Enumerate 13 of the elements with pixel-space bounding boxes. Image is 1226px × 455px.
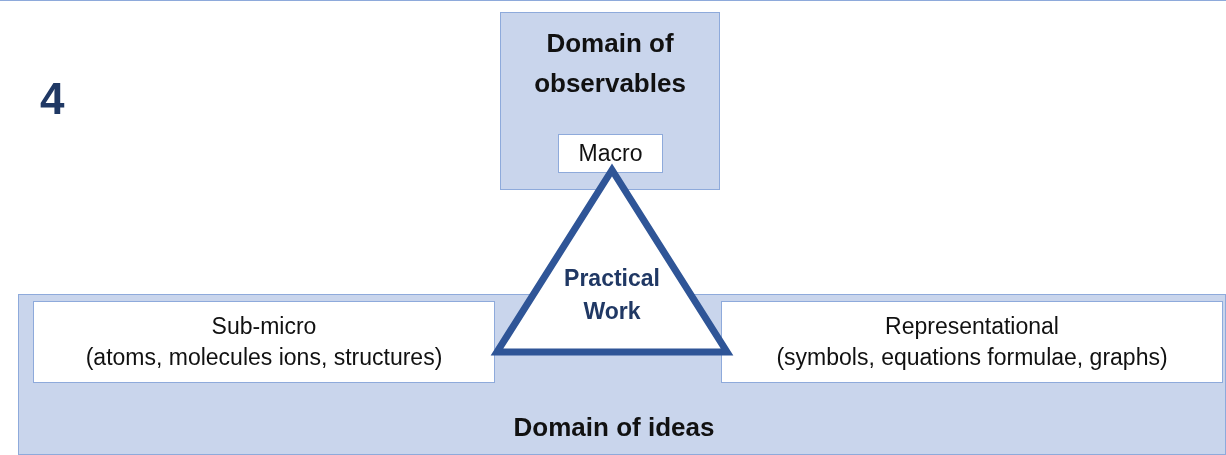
panel-heading: Domain of observables — [533, 27, 687, 100]
panel-heading: Domain of ideas — [512, 411, 716, 444]
triangle-label: Practical Work — [563, 264, 661, 326]
figure-number: 4 — [40, 73, 65, 125]
level-description: (atoms, molecules ions, structures) — [84, 343, 444, 372]
level-title: Representational — [884, 312, 1060, 341]
domain-panel — [500, 12, 720, 190]
level-box — [721, 301, 1223, 383]
level-title: Sub-micro — [210, 312, 318, 341]
label-box: Macro — [558, 134, 663, 173]
domain-panel — [18, 294, 1226, 455]
level-description: (symbols, equations formulae, graphs) — [775, 343, 1169, 372]
level-box — [33, 301, 495, 383]
